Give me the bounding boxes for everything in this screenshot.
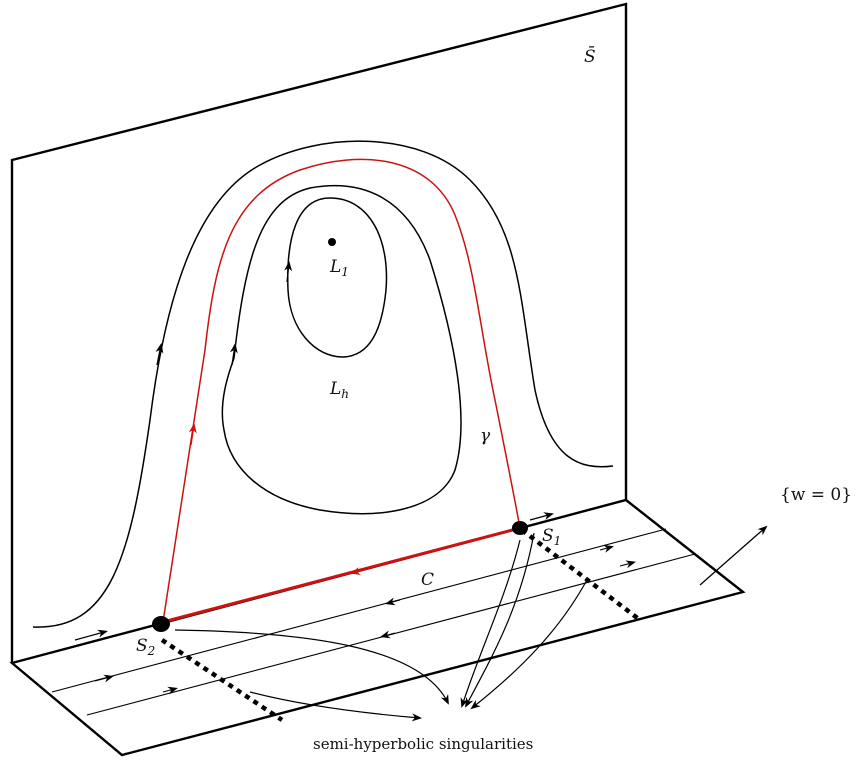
pointer-from-S1-b	[465, 532, 535, 708]
plane-flow-line-1	[51, 528, 667, 693]
horizontal-plane-frame	[9, 498, 746, 757]
point-S1	[512, 521, 528, 535]
innermost-orbit-arrow	[284, 261, 293, 283]
gamma-orbit-arrow	[188, 423, 197, 446]
outer-orbit	[32, 140, 614, 628]
pointer-from-right-dash	[470, 577, 589, 710]
label-C: C	[421, 570, 434, 590]
pointer-from-S2	[174, 629, 449, 705]
innermost-orbit	[287, 197, 388, 358]
vertical-surface-frame	[10, 2, 628, 663]
label-gamma: γ	[480, 426, 491, 446]
label-S1: S1	[542, 526, 561, 548]
pointer-from-left-dash	[249, 691, 422, 722]
point-L1	[328, 238, 336, 246]
label-Lh: Lh	[329, 379, 349, 401]
plane-flow-lines	[51, 528, 696, 716]
caption-pointer-arrows	[174, 532, 589, 722]
gamma-orbit	[162, 158, 521, 623]
dashed-line-S1	[520, 528, 642, 622]
point-S2	[152, 616, 170, 632]
inner-orbit-arrow	[229, 343, 238, 366]
dashed-line-S2	[160, 638, 284, 722]
plane-normal-arrow	[699, 525, 768, 586]
label-S2: S2	[136, 636, 155, 658]
label-plane: {w = 0}	[780, 485, 852, 505]
label-surface: S̄	[584, 45, 596, 67]
outer-orbit-arrow	[155, 343, 164, 366]
segment-C	[162, 526, 521, 624]
pointer-from-S1-a	[460, 539, 521, 708]
outgoing-arrow-S1	[529, 512, 554, 521]
caption-semi-hyperbolic: semi-hyperbolic singularities	[313, 735, 533, 753]
label-L1: L1	[329, 257, 349, 279]
incoming-arrow-S2	[74, 629, 108, 641]
segment-C-arrow	[350, 566, 376, 575]
inner-orbit	[221, 184, 462, 515]
